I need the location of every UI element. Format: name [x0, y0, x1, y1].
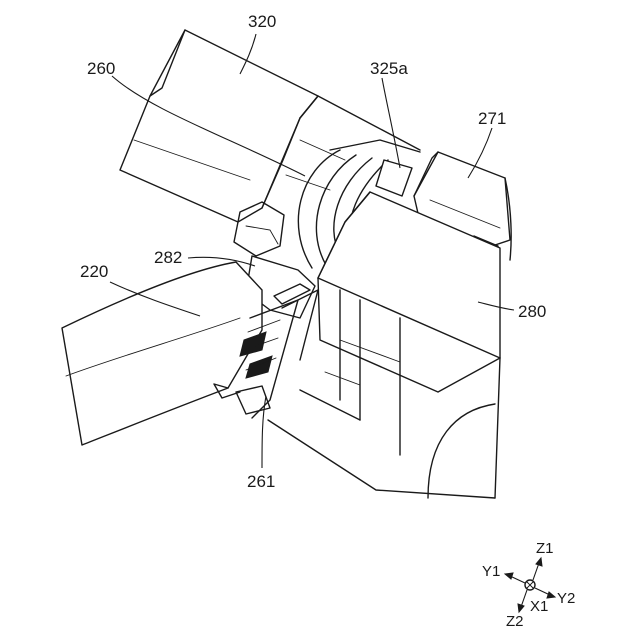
label-280: 280 [518, 302, 546, 321]
part-280-block [268, 192, 500, 498]
label-261: 261 [247, 472, 275, 491]
axis-y1-label: Y1 [482, 563, 500, 580]
axis-x1-label: X1 [530, 598, 548, 615]
label-271: 271 [478, 109, 506, 128]
label-260: 260 [87, 59, 115, 78]
axis-indicator: Z1 Y1 Y2 X1 Z2 [482, 540, 575, 630]
part-220-arm [62, 262, 262, 445]
label-282: 282 [154, 248, 182, 267]
label-320: 320 [248, 12, 276, 31]
axis-z2-label: Z2 [506, 613, 524, 630]
label-220: 220 [80, 262, 108, 281]
axis-y2-label: Y2 [557, 590, 575, 607]
axis-z1-label: Z1 [536, 540, 554, 557]
label-325a: 325a [370, 59, 408, 78]
